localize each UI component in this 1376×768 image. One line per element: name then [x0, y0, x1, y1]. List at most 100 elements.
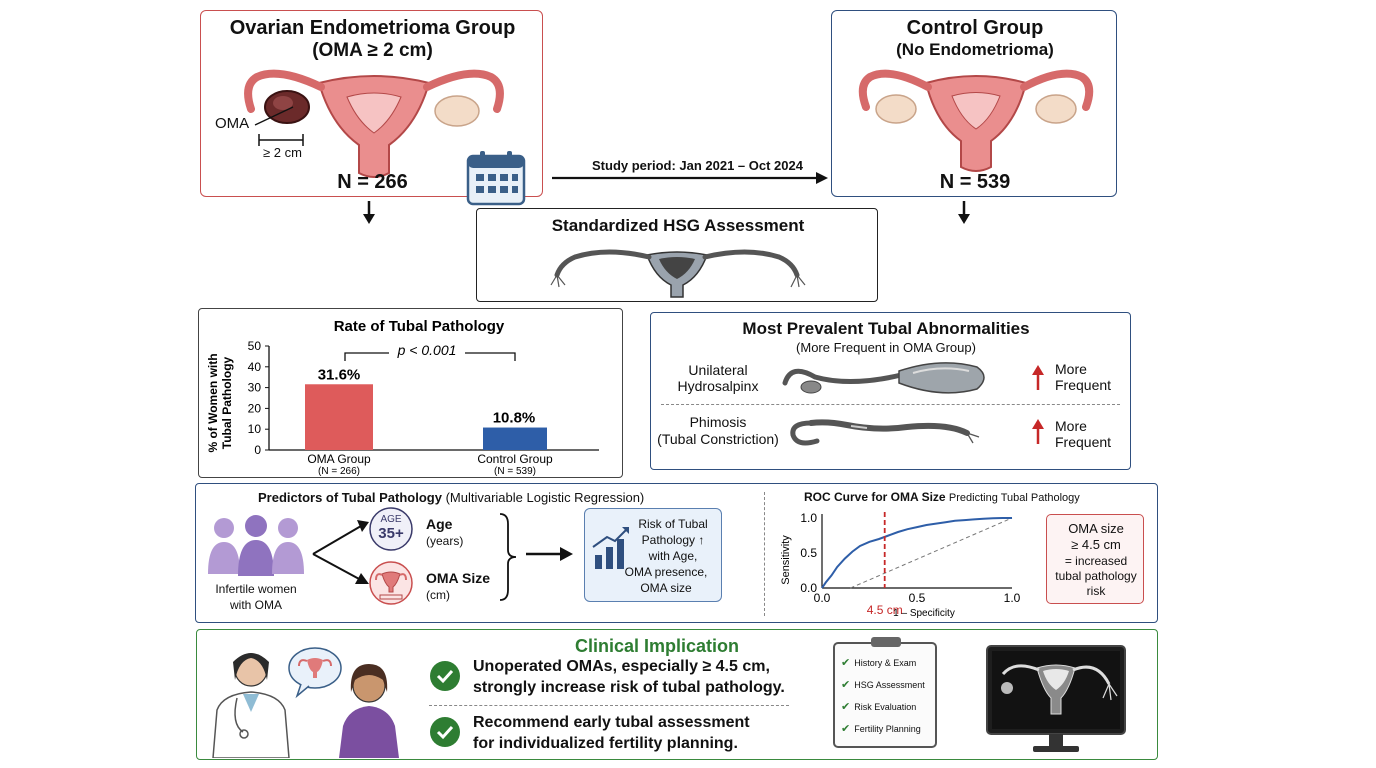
more-frequent-arrow-2 [1032, 419, 1044, 444]
clipboard-clip [871, 637, 901, 647]
size-scale-bar [258, 134, 304, 146]
control-group-n: N = 539 [939, 171, 1011, 193]
rate-y-tick-label: 10 [248, 422, 262, 436]
section-divider [764, 492, 765, 616]
roc-y-tick-label: 1.0 [800, 511, 817, 525]
oma-group-title: Ovarian Endometrioma Group [229, 17, 516, 39]
check-mark-icon: ✔ [841, 679, 851, 691]
calendar-icon [466, 151, 526, 206]
roc-title-main: ROC Curve for OMA Size [804, 490, 946, 504]
oma-leader-line [254, 106, 294, 126]
phimosis-label-2: (Tubal Constriction) [657, 431, 779, 447]
category-oma: OMA Group [307, 452, 371, 466]
roc-ylabel: Sensitivity [780, 535, 792, 585]
rising-bar-chart-icon [592, 527, 629, 569]
rate-y-tick-label: 40 [248, 360, 262, 374]
oma-group-n: N = 266 [337, 171, 408, 193]
bar-label-control: 10.8% [493, 410, 536, 427]
roc-x-tick-label: 0.5 [909, 591, 926, 605]
clinical-point2-line1: Recommend early tubal assessment [473, 714, 750, 731]
oma-size-label: ≥ 2 cm [263, 145, 302, 160]
p-value-annotation: p < 0.001 [397, 342, 457, 358]
age-units: (years) [426, 534, 464, 548]
predictors-roc-box: Predictors of Tubal Pathology (Multivari… [195, 483, 1158, 623]
check-mark-icon: ✔ [841, 657, 851, 669]
control-group-subtitle: (No Endometrioma) [896, 40, 1054, 59]
roc-diagonal-line [850, 517, 1013, 589]
oma-size-units: (cm) [426, 588, 450, 602]
more-frequent-1a: More [1055, 361, 1087, 377]
rate-y-tick-label: 20 [248, 401, 262, 415]
clinical-point1-line1: Unoperated OMAs, especially ≥ 4.5 cm, [473, 658, 770, 675]
women-label-1: Infertile women [215, 582, 297, 596]
checklist-item: ✔HSG Assessment [841, 678, 925, 691]
hydrosalpinx-label-2: Hydrosalpinx [677, 378, 759, 394]
p-value-bracket [344, 352, 516, 361]
check-icon-1 [430, 661, 460, 691]
predictors-title: Predictors of Tubal Pathology (Multivari… [258, 490, 644, 505]
checklist-item-label: Fertility Planning [854, 723, 921, 734]
branch-arrows [312, 520, 369, 584]
roc-note-box: OMA size ≥ 4.5 cm = increased tubal path… [1046, 514, 1144, 604]
hsg-title: Standardized HSG Assessment [551, 216, 805, 235]
rate-bar [483, 427, 547, 450]
clinical-divider [429, 705, 789, 706]
oma-group-subtitle: (OMA ≥ 2 cm) [312, 40, 433, 61]
rate-bar [305, 384, 373, 450]
checklist-clipboard: ✔History & Exam✔HSG Assessment✔Risk Eval… [833, 637, 937, 748]
checklist-item: ✔Risk Evaluation [841, 700, 916, 713]
roc-y-tick-label: 0.0 [800, 581, 817, 595]
roc-title: ROC Curve for OMA Size Predicting Tubal … [804, 490, 1080, 504]
roc-title-suffix: Predicting Tubal Pathology [948, 492, 1080, 504]
roc-note-4: tubal pathology [1055, 569, 1137, 583]
risk-line-1: Risk of Tubal [638, 517, 708, 531]
rate-chart: Rate of Tubal Pathology % of Women with … [206, 318, 599, 477]
checklist-item-label: HSG Assessment [854, 679, 925, 690]
age-label: Age [426, 516, 453, 532]
control-down-arrow [958, 201, 970, 224]
rate-y-tick-label: 0 [254, 443, 261, 457]
bar-label-oma: 31.6% [318, 366, 361, 383]
control-group-box: Control Group (No Endometrioma) N = 539 [831, 10, 1117, 197]
check-mark-icon: ✔ [841, 723, 851, 735]
roc-note-5: risk [1086, 584, 1106, 598]
risk-line-2: Pathology ↑ [641, 533, 705, 547]
checklist-item-label: Risk Evaluation [854, 701, 917, 712]
roc-cutoff-label: 4.5 cm [867, 603, 903, 617]
clinical-point1-line2: strongly increase risk of tubal patholog… [473, 679, 785, 696]
rate-chart-title: Rate of Tubal Pathology [334, 318, 505, 335]
abnormalities-divider [661, 404, 1120, 405]
risk-line-3: with Age, [648, 549, 698, 563]
more-frequent-1b: Frequent [1055, 377, 1112, 393]
more-frequent-2a: More [1055, 418, 1087, 434]
oma-size-label: OMA Size [426, 570, 491, 586]
check-mark-icon: ✔ [841, 701, 851, 713]
oma-size-icon [369, 561, 413, 605]
clinical-box: Clinical Implication Unoperated OMAs, es… [196, 629, 1158, 760]
category-oma-n: (N = 266) [318, 466, 360, 477]
age-badge-text-2: 35+ [378, 525, 404, 542]
roc-note-1: OMA size [1068, 521, 1124, 536]
predictors-brace [499, 513, 517, 601]
healthy-uterus-icon [858, 69, 1094, 172]
roc-xlabel: 1 – Specificity [893, 608, 955, 619]
checklist-item: ✔Fertility Planning [841, 722, 921, 735]
hydrosalpinx-icon [782, 362, 985, 394]
roc-y-tick-label: 0.5 [800, 546, 817, 560]
more-frequent-arrow-1 [1032, 365, 1044, 390]
study-period-label: Study period: Jan 2021 – Oct 2024 [592, 158, 803, 173]
predictors-arrow [526, 547, 573, 561]
oma-group-box: Ovarian Endometrioma Group (OMA ≥ 2 cm) … [200, 10, 543, 197]
study-period-arrow [552, 172, 828, 184]
rate-chart-box: Rate of Tubal Pathology % of Women with … [198, 308, 623, 478]
abnormalities-box: Most Prevalent Tubal Abnormalities (More… [650, 312, 1131, 470]
roc-note-3: = increased [1064, 554, 1128, 568]
roc-x-tick-label: 1.0 [1004, 591, 1021, 605]
roc-curve-line [821, 517, 1012, 589]
check-icon-2 [430, 717, 460, 747]
clinical-point2-line2: for individualized fertility planning. [473, 735, 738, 752]
hydrosalpinx-label-1: Unilateral [688, 362, 748, 378]
oma-label: OMA [215, 115, 250, 132]
roc-note-2: ≥ 4.5 cm [1071, 537, 1121, 552]
